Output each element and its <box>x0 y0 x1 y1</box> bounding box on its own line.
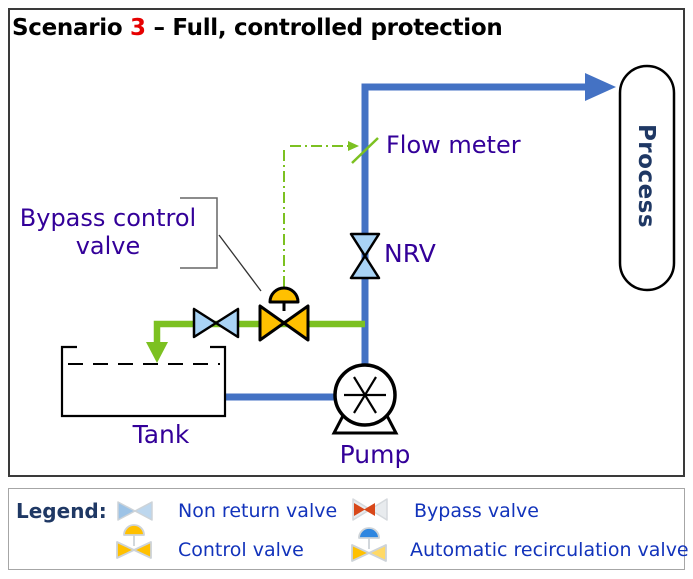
control-valve-icon <box>116 524 152 559</box>
callout-line <box>218 234 262 292</box>
non-return-valve-icon <box>117 501 153 521</box>
bypass-valve-icon <box>352 498 388 521</box>
legend-item-non-return-valve: Non return valve <box>178 500 338 522</box>
nrv-valve-icon <box>349 232 381 280</box>
legend-item-automatic-recirculation-valve: Automatic recirculation valve <box>410 539 689 561</box>
callout-bracket <box>180 197 262 292</box>
process-capsule <box>618 64 676 292</box>
flow-meter-label: Flow meter <box>386 131 521 159</box>
nrv-label: NRV <box>384 239 436 268</box>
page-title: Scenario 3 – Full, controlled protection <box>12 15 503 41</box>
process-arrow-icon <box>585 73 616 101</box>
bypass-pipe <box>146 320 365 363</box>
process-label: Process <box>633 123 659 229</box>
legend-heading: Legend: <box>16 499 107 523</box>
pump-icon <box>331 363 399 435</box>
title-prefix: Scenario <box>12 15 131 41</box>
impeller-icon <box>344 376 386 414</box>
title-suffix: – Full, controlled protection <box>145 15 503 41</box>
tank-return-arrow-icon <box>146 342 168 363</box>
signal-arrow-icon <box>348 141 359 151</box>
bypass-control-valve-label: Bypass control valve <box>19 204 197 260</box>
tank-label: Tank <box>132 420 190 449</box>
diagram-canvas <box>60 64 676 435</box>
title-number: 3 <box>130 15 146 41</box>
flow-meter-icon <box>351 137 379 164</box>
diagram-panel <box>8 8 685 477</box>
automatic-recirculation-valve-icon <box>351 527 387 562</box>
pump-label: Pump <box>339 440 411 469</box>
control-valve-icon <box>258 286 310 342</box>
signal-line <box>283 141 359 287</box>
tank-icon <box>60 345 227 418</box>
legend-item-control-valve: Control valve <box>178 539 304 561</box>
bypass-isolation-valve-icon <box>192 307 240 339</box>
legend-item-bypass-valve: Bypass valve <box>414 500 539 522</box>
